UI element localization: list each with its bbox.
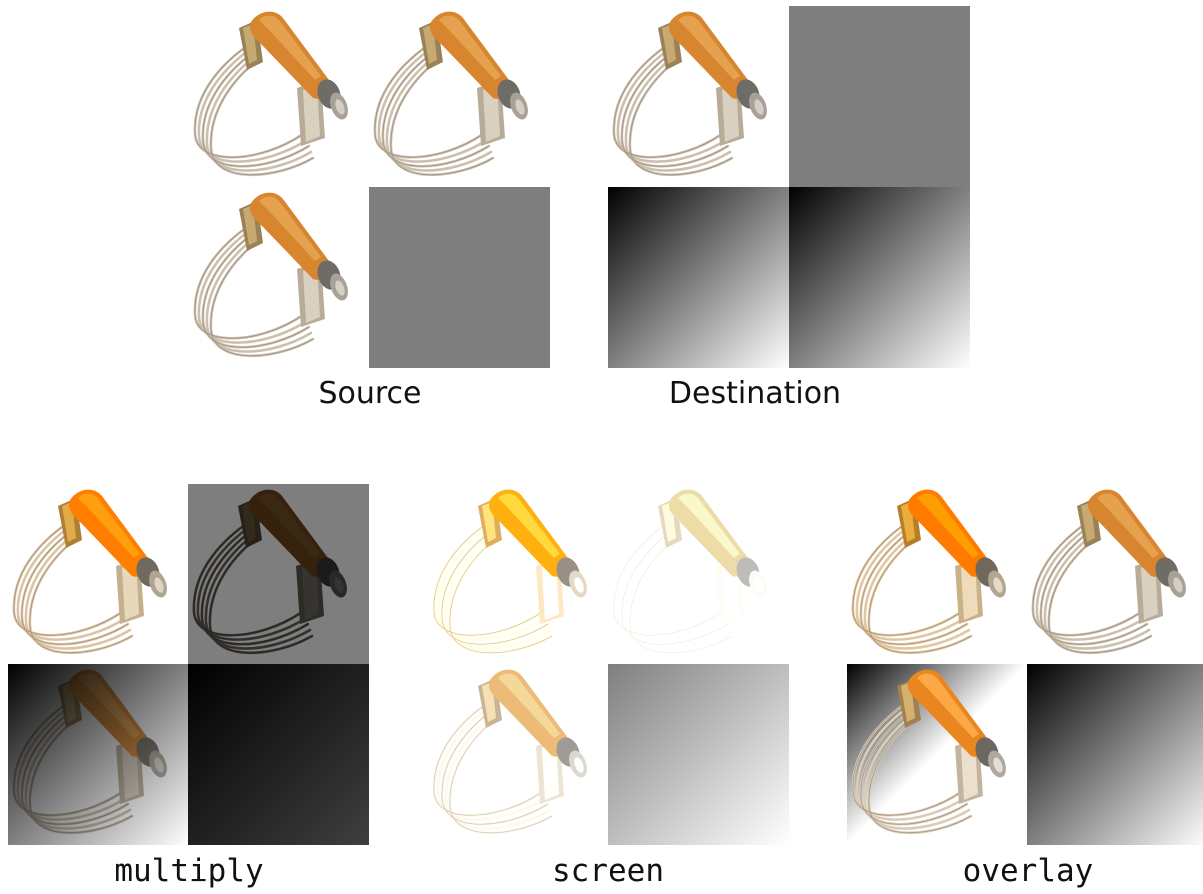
overlay-gradient-square	[1027, 664, 1203, 845]
pastry-cutter-icon	[8, 484, 189, 665]
screen-label: screen	[428, 853, 788, 889]
pastry-cutter-icon	[847, 484, 1028, 665]
source-cutter-bottom-left	[189, 187, 370, 368]
overlay-label: overlay	[848, 853, 1203, 889]
source-cutter-top-left	[189, 6, 370, 187]
source-cutter-top-right	[369, 6, 550, 187]
screen-cutter-bottom-left	[428, 664, 609, 845]
destination-gray-square	[789, 6, 970, 187]
pastry-cutter-icon	[369, 6, 550, 187]
source-gray-square	[369, 187, 550, 368]
pastry-cutter-icon	[189, 187, 370, 368]
pastry-cutter-icon	[189, 6, 370, 187]
source-label: Source	[190, 376, 550, 411]
pastry-cutter-icon	[608, 6, 789, 187]
pastry-cutter-icon	[428, 484, 609, 665]
screen-cutter-top-right	[608, 484, 789, 665]
destination-cutter-top-left	[608, 6, 789, 187]
overlay-gradient-bottom-left	[847, 664, 1028, 845]
destination-label: Destination	[575, 376, 935, 411]
destination-gradient-bottom-left	[608, 187, 789, 368]
multiply-gray-top-right	[188, 484, 369, 665]
overlay-cutter-top-right	[1027, 484, 1203, 665]
overlay-cutter-top-left	[847, 484, 1028, 665]
pastry-cutter-icon	[847, 664, 1028, 845]
multiply-gradient-bottom-left	[8, 664, 189, 845]
screen-light-square	[608, 664, 789, 845]
screen-cutter-top-left	[428, 484, 609, 665]
multiply-dark-square	[188, 664, 369, 845]
pastry-cutter-icon	[428, 664, 609, 845]
pastry-cutter-icon	[608, 484, 789, 665]
multiply-label: multiply	[9, 853, 369, 889]
destination-gradient-bottom-right	[789, 187, 970, 368]
pastry-cutter-icon	[188, 484, 369, 665]
multiply-cutter-top-left	[8, 484, 189, 665]
pastry-cutter-icon	[1027, 484, 1203, 665]
pastry-cutter-icon	[8, 664, 189, 845]
